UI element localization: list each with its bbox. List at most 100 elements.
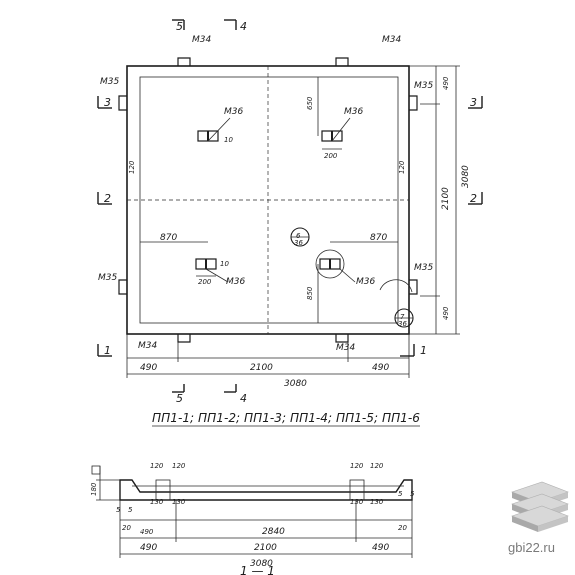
mark-m34-bottom-right: М34	[336, 343, 355, 353]
section-loop-left	[155, 479, 171, 501]
section-profile	[119, 479, 413, 501]
dim-2100-bottom: 2100	[250, 363, 273, 373]
callout-7-sheet: 36	[398, 320, 407, 328]
site-logo-icon	[511, 481, 569, 532]
site-watermark: gbi22.ru	[508, 540, 555, 555]
dim-650: 650	[306, 96, 314, 110]
notch-bottom-left	[177, 334, 191, 343]
dim-120-right: 120	[398, 160, 406, 174]
notch-left-top	[118, 95, 127, 111]
section-label-4-bottom: 4	[240, 392, 247, 405]
dim-200-top: 200	[324, 152, 338, 160]
dim-870-right: 870	[370, 233, 387, 243]
mark-m34-top-right: М34	[382, 35, 401, 45]
mark-m34-top-left: М34	[192, 35, 211, 45]
sec-dim-130-c: 130	[350, 498, 364, 506]
dim-3080-right: 3080	[461, 165, 471, 188]
sec-dim-20-left: 20	[122, 524, 131, 532]
sec-dim-130-d: 130	[370, 498, 384, 506]
sec-dim-5-c: 5	[398, 490, 403, 498]
section-marker-4-top	[224, 19, 237, 30]
sec-dim-120-d: 120	[370, 462, 384, 470]
section-view	[91, 465, 413, 558]
sec-dim-120-b: 120	[172, 462, 186, 470]
section-title: 1 — 1	[240, 564, 275, 575]
dim-120-left: 120	[128, 160, 136, 174]
callout-6-sheet: 36	[294, 239, 303, 247]
sec-dim-5-b: 5	[128, 506, 133, 514]
callout-6-number: 6	[296, 232, 301, 240]
dim-490-bottom-left: 490	[140, 363, 157, 373]
sec-dim-490-c: 490	[372, 543, 389, 553]
sec-dim-130-a: 130	[150, 498, 164, 506]
mark-m36-top-left: М36	[224, 107, 243, 117]
section-marker-3-left	[97, 96, 112, 109]
notch-top-right	[335, 57, 349, 66]
section-marker-2-left	[97, 192, 112, 205]
section-label-1-right: 1	[420, 344, 427, 357]
callout-7-number: 7	[400, 313, 405, 321]
dim-870-left: 870	[160, 233, 177, 243]
section-loop-right	[349, 479, 365, 501]
notch-top-left	[177, 57, 191, 66]
section-marker-3-right	[468, 96, 483, 109]
dim-2100-right: 2100	[441, 187, 451, 210]
section-marker-2-right	[468, 192, 483, 205]
sec-dim-2840: 2840	[262, 527, 285, 537]
section-label-3-left: 3	[104, 96, 111, 109]
section-label-1-left: 1	[104, 344, 111, 357]
mark-m36-top-right: М36	[344, 107, 363, 117]
section-label-4-top: 4	[240, 20, 247, 33]
notch-right-bottom	[409, 279, 418, 295]
sec-dim-3080: 3080	[250, 559, 273, 569]
sec-dim-120-a: 120	[150, 462, 164, 470]
plan-view	[97, 19, 483, 393]
mark-m36-bottom-left: М36	[226, 277, 245, 287]
section-label-5-top: 5	[176, 20, 183, 33]
dim-490-right-top: 490	[442, 76, 450, 90]
notch-left-bottom	[118, 279, 127, 295]
mark-m35-top-right: М35	[414, 81, 433, 91]
series-caption: ПП1-1; ПП1-2; ПП1-3; ПП1-4; ПП1-5; ПП1-6	[152, 411, 420, 425]
callout-7-arc	[379, 279, 413, 293]
dim-490-right-bottom: 490	[442, 306, 450, 320]
dim-10-top: 10	[224, 136, 233, 144]
section-marker-1-right	[400, 344, 415, 357]
dim-490-bottom-right: 490	[372, 363, 389, 373]
mark-m34-bottom-left: М34	[138, 341, 157, 351]
notch-bottom-right	[335, 334, 349, 343]
dim-200-bottom: 200	[198, 278, 212, 286]
mark-m35-bottom-left: М35	[98, 273, 117, 283]
sec-dim-120-c: 120	[350, 462, 364, 470]
section-marker-1-left	[97, 344, 112, 357]
section-label-5-bottom: 5	[176, 392, 183, 405]
mark-m36-bottom-right: М36	[356, 277, 375, 287]
sec-dim-2100: 2100	[254, 543, 277, 553]
section-label-2-right: 2	[470, 192, 477, 205]
sec-dim-490-a: 490	[140, 528, 154, 536]
section-marker-5-top	[172, 19, 185, 30]
notch-right-top	[409, 95, 418, 111]
dim-10-bottom: 10	[220, 260, 229, 268]
section-label-2-left: 2	[104, 192, 111, 205]
section-marker-5-bottom	[172, 384, 185, 393]
sec-dim-5-d: 5	[410, 490, 415, 498]
dim-850: 850	[306, 286, 314, 300]
mark-m35-bottom-right: М35	[414, 263, 433, 273]
slab-inner-border	[139, 76, 399, 324]
mark-m35-top-left: М35	[100, 77, 119, 87]
loop-m36-bottom-right	[315, 249, 356, 283]
sec-dim-20-right: 20	[398, 524, 407, 532]
sec-dim-130-b: 130	[172, 498, 186, 506]
loop-m36-bottom-left	[195, 258, 229, 283]
sec-dim-490-b: 490	[140, 543, 157, 553]
sec-dim-180: 180	[90, 482, 98, 496]
section-ref-box	[91, 465, 101, 475]
section-marker-4-bottom	[224, 384, 237, 393]
sec-dim-5-a: 5	[116, 506, 121, 514]
section-label-3-right: 3	[470, 96, 477, 109]
loop-m36-top-right	[321, 117, 351, 150]
loop-m36-top-left	[197, 117, 231, 142]
